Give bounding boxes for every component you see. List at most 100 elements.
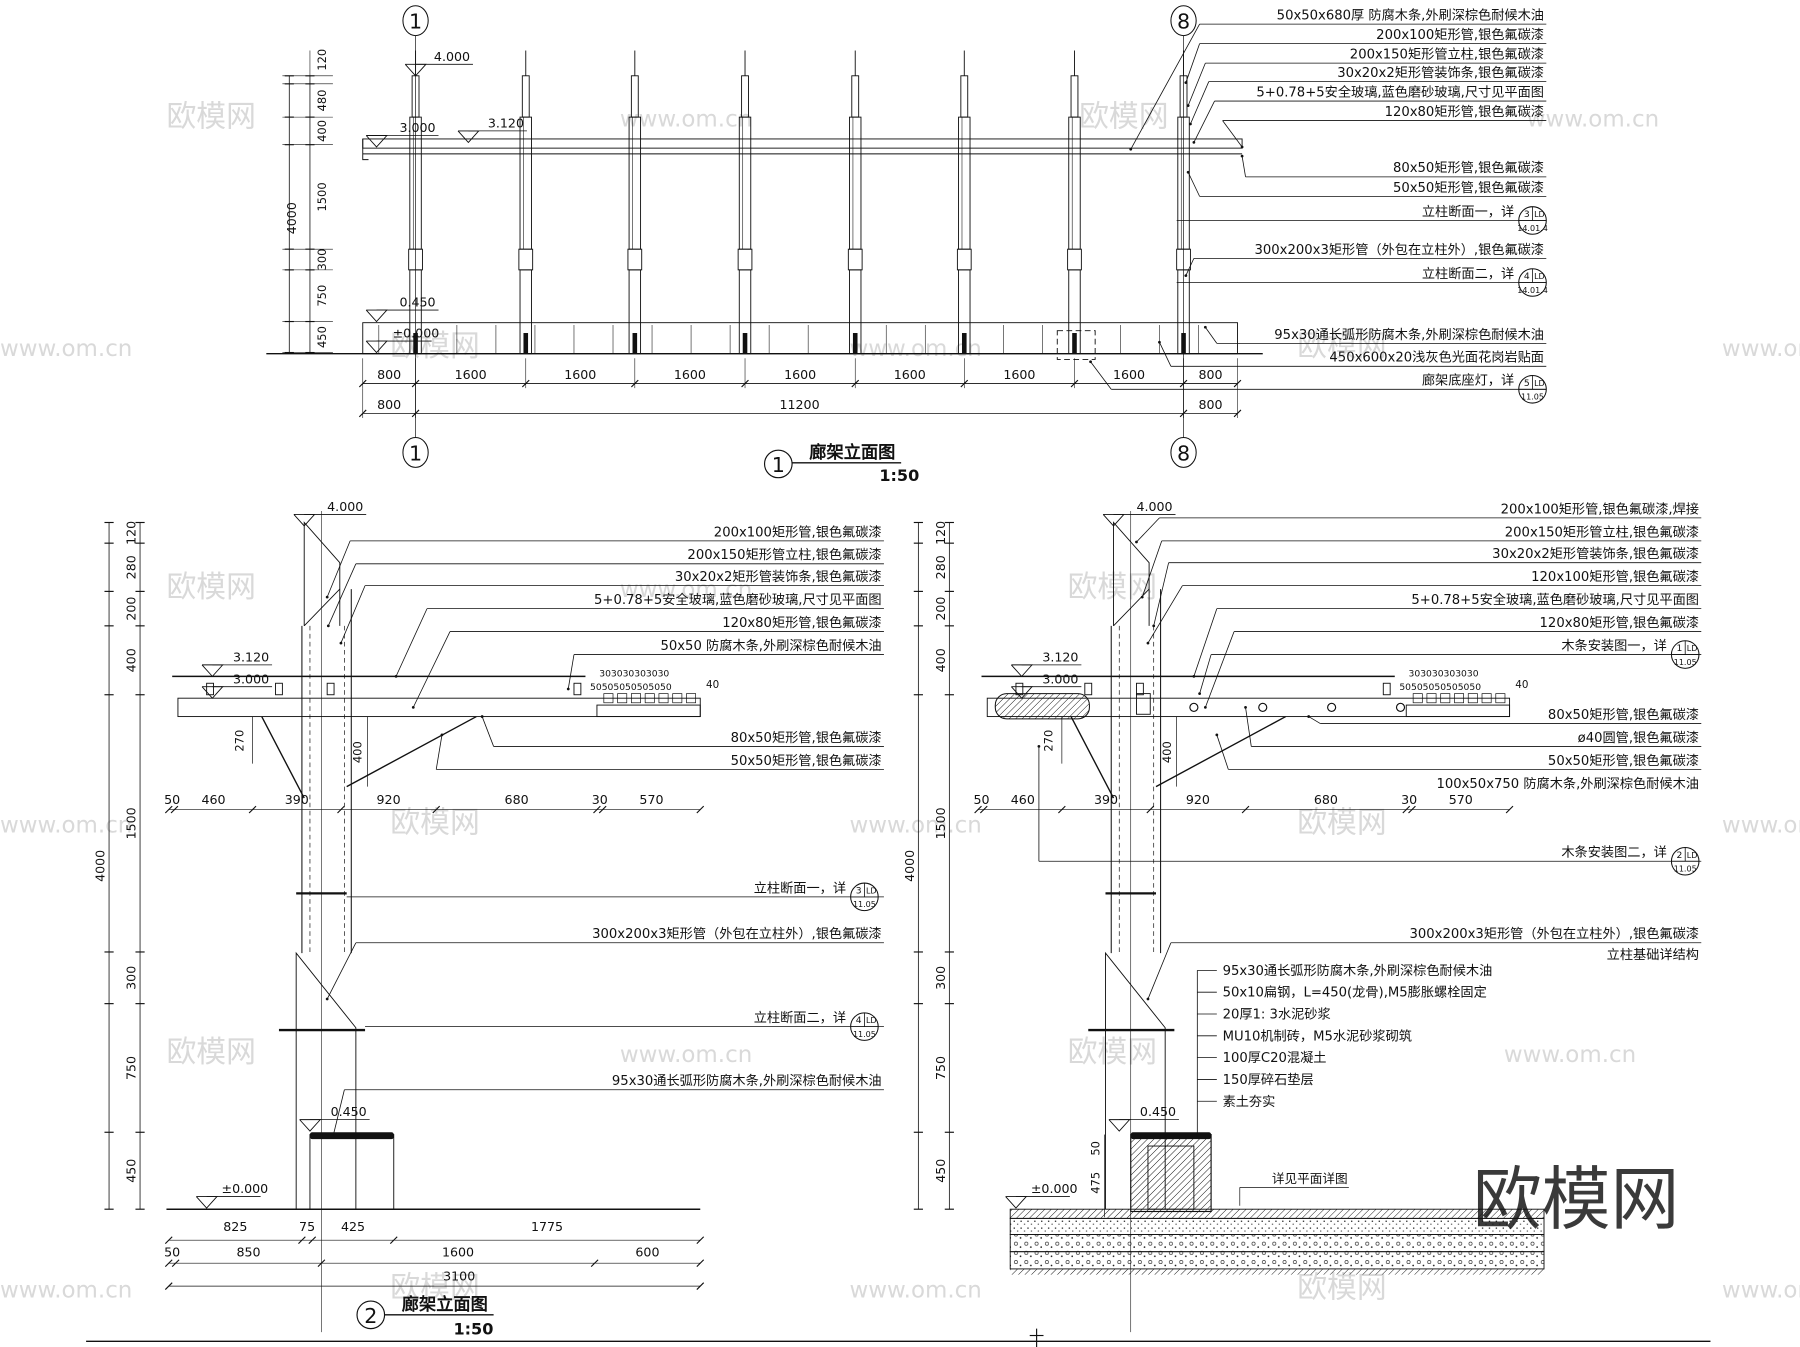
annotation-leader-pointer	[1147, 585, 1183, 644]
annotation-label: 50x50 防腐木条,外刷深棕色耐候木油	[660, 637, 881, 654]
watermark-url-text: www.om.cn	[620, 577, 752, 603]
annotation-label: 5+0.78+5安全玻璃,蓝色磨砂玻璃,尺寸见平面图	[594, 591, 882, 608]
annotation-leader-pointer	[326, 540, 351, 598]
annotation-leader-pointer	[1190, 81, 1210, 125]
dimension-label: 450	[933, 1159, 948, 1183]
bracket-right	[346, 715, 477, 788]
drawing-scale: 1:50	[879, 466, 919, 485]
annotation-leader-pointer	[1216, 734, 1229, 770]
elevation-top-label: 4.000	[1136, 499, 1172, 514]
beam-end-cap	[362, 138, 369, 161]
annotation-label: 廊架底座灯，详	[1422, 372, 1514, 389]
dimension-tick	[1408, 805, 1416, 814]
callout-code: LD	[866, 1016, 877, 1025]
leader-dot	[480, 715, 484, 718]
leader-dot	[1037, 745, 1041, 748]
column-base	[742, 333, 748, 354]
callout-sheet: 11.05	[1674, 865, 1697, 874]
watermark-logo-text: 欧模网	[1297, 806, 1387, 841]
dimension-label: 300	[933, 966, 948, 990]
axis-label-bottom-start: 1	[409, 441, 422, 465]
annotation-label: 120x100矩形管,银色氟碳漆	[1531, 568, 1699, 585]
slat-dimension-label: 50505050505050	[590, 682, 672, 693]
dimension-label: 120	[933, 521, 948, 545]
elevation-triangle-icon	[457, 130, 480, 144]
dimension-label: 460	[1011, 792, 1035, 807]
elevation-triangle-icon	[1005, 1196, 1028, 1209]
slat-support-tube	[1405, 704, 1511, 718]
dimension-label: 50	[973, 792, 989, 807]
watermark-url-text: www.om.cn	[1722, 336, 1800, 362]
column-sleeve	[847, 248, 863, 271]
annotation-label: 立柱断面一，详	[1422, 204, 1514, 220]
elevation-triangle-icon	[299, 1119, 322, 1132]
dimension-label: 300	[315, 249, 329, 271]
dimension-label: 1600	[1003, 367, 1035, 382]
dimension-label: 600	[635, 1244, 659, 1259]
wood-slat	[658, 693, 669, 704]
annotation-label: 木条安装图二，详	[1561, 844, 1666, 861]
dimension-tick	[164, 1236, 173, 1245]
dimension-label: 1600	[564, 367, 596, 382]
annotation-leader-pointer	[1204, 631, 1235, 708]
leader-dot	[1244, 705, 1247, 709]
column-tube	[738, 116, 752, 250]
annotation-label: 450x600x20浅灰色光面花岗岩贴面	[1329, 349, 1544, 366]
annotation-label: 100x50x750 防腐木条,外刷深棕色耐候木油	[1436, 775, 1699, 792]
column-sleeve	[737, 248, 753, 271]
annotation-leader-pointer	[326, 942, 357, 1000]
dimension-tick	[1058, 805, 1066, 814]
watermark-url-text: www.om.cn	[1722, 1278, 1800, 1304]
dimension-label: 280	[123, 555, 138, 579]
annotation-label: 120x80矩形管,银色氟碳漆	[1385, 103, 1544, 120]
watermark-logo-text: 欧模网	[1068, 570, 1158, 605]
dimension-label: 460	[201, 792, 225, 807]
callout-sheet: 14.01.4	[1517, 286, 1548, 295]
dimension-label: 1775	[531, 1219, 563, 1234]
annotation-label: 300x200x3矩形管（外包在立柱外）,银色氟碳漆	[592, 925, 881, 942]
dimension-total-label: 4000	[92, 850, 107, 882]
dimension-label: 1600	[1113, 367, 1145, 382]
column	[737, 50, 753, 355]
annotation-leader-pointer	[1193, 100, 1215, 143]
dimension-label: 50	[164, 792, 180, 807]
wood-slat	[1495, 693, 1506, 704]
drawing-title: 廊架立面图	[809, 442, 895, 463]
annotation-leader-pointer	[1147, 942, 1172, 1000]
foundation-layer-label: 95x30通长弧形防腐木条,外刷深棕色耐候木油	[1223, 962, 1493, 979]
wood-seat-strip	[309, 1132, 394, 1140]
bracket-left	[261, 716, 305, 799]
elevation-beam-label: 3.000	[1042, 671, 1078, 686]
foundation-layer-label: 50x10扁钢，L=450(龙骨),M5膨胀螺栓固定	[1223, 985, 1487, 1001]
elevation-triangle-icon	[365, 309, 388, 323]
column-cap-outline	[303, 521, 341, 626]
elevation-triangle-icon	[1011, 664, 1034, 678]
foundation-layer-label: 100厚C20混凝土	[1223, 1050, 1327, 1066]
leader-dot	[1203, 705, 1207, 709]
annotation-label: 95x30通长弧形防腐木条,外刷深棕色耐候木油	[1274, 326, 1544, 343]
elevation-triangle-icon	[195, 1196, 218, 1209]
elevation-ground-label: ±0.000	[1031, 1181, 1078, 1196]
connector-plate	[1136, 693, 1151, 715]
foundation-layer-label: MU10机制砖，M5水泥砂浆砌筑	[1223, 1028, 1412, 1044]
dimension-tick	[696, 1236, 705, 1245]
leader-dot	[1215, 733, 1219, 737]
annotation-label: 50x50x680厚 防腐木条,外刷深棕色耐候木油	[1277, 7, 1544, 24]
callout-code: LD	[1534, 379, 1545, 388]
dimension-label: 750	[933, 1056, 948, 1080]
watermark-logo-text: 欧模网	[1297, 1271, 1387, 1306]
dimension-label: 200	[123, 597, 138, 621]
glass-clamp	[1136, 682, 1144, 696]
annotation-leader-pointer	[1193, 608, 1218, 677]
annotation-label: 80x50矩形管,银色氟碳漆	[731, 729, 882, 746]
bracket-right	[1155, 715, 1287, 788]
annotation-label: 200x100矩形管,银色氟碳漆	[714, 523, 882, 540]
dimension-label: 680	[1314, 792, 1338, 807]
slat-dimension-label: 40	[1515, 679, 1528, 691]
watermark-url-text: www.om.cn	[849, 336, 981, 362]
leader-dot	[1240, 154, 1244, 158]
leader-dot	[1203, 325, 1207, 329]
compacted-soil	[1010, 1268, 1545, 1275]
dimension-label: 570	[639, 792, 663, 807]
